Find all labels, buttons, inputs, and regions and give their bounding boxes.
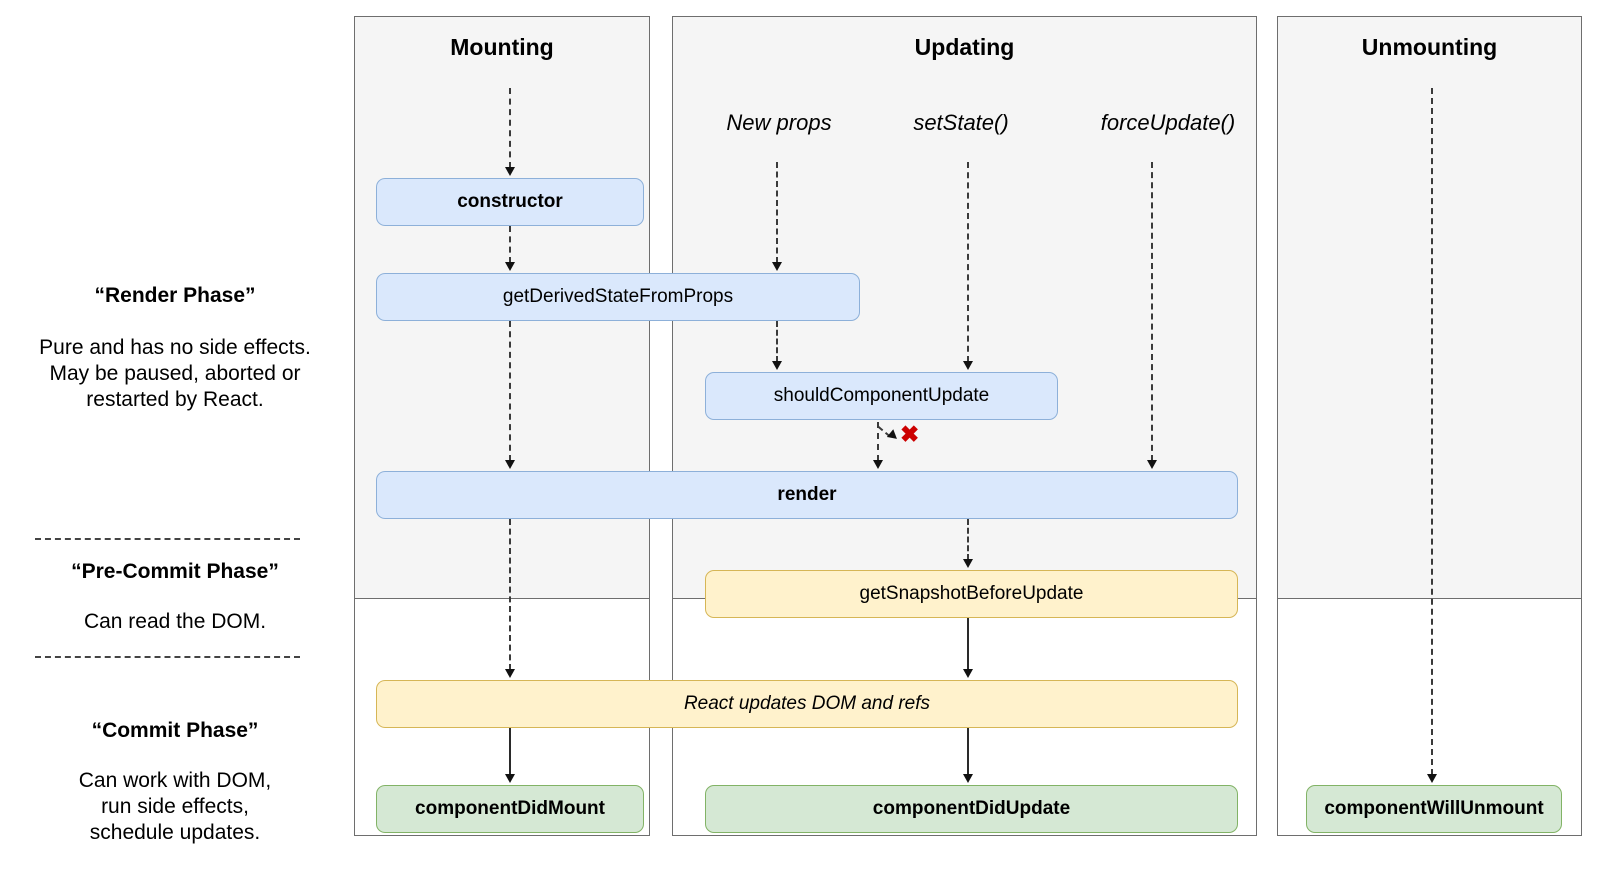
node-component-did-update: componentDidUpdate (705, 785, 1238, 833)
arrow-newprops-to-gdsfp-line (776, 162, 778, 263)
phase-commit: “Commit Phase” Can work with DOM, run si… (20, 719, 330, 846)
arrow-domupdate-to-cdu-head (963, 774, 973, 783)
arrow-scu-to-render-head (873, 460, 883, 469)
arrow-gdsfp-to-scu-head (772, 361, 782, 370)
arrow-unmount-to-cwu-line (1431, 88, 1433, 775)
skip-render-x-icon: ✖ (900, 421, 920, 447)
column-title-mounting: Mounting (450, 34, 554, 60)
arrow-constructor-to-gdsfp-line (509, 226, 511, 263)
phase-render: “Render Phase” Pure and has no side effe… (20, 284, 330, 413)
node-should-component-update: shouldComponentUpdate (705, 372, 1058, 420)
phase-pre-commit-description: Can read the DOM. (83, 610, 267, 633)
column-title-updating: Updating (914, 34, 1015, 60)
arrow-gdsfp-to-render-line (509, 321, 511, 461)
arrow-setstate-to-scu-line (967, 162, 969, 362)
column-unmounting (1277, 16, 1582, 836)
trigger-new-props: New props (726, 110, 832, 135)
node-constructor: constructor (376, 178, 644, 226)
phase-pre-commit: “Pre-Commit Phase” Can read the DOM. (20, 560, 330, 635)
node-render: render (376, 471, 1238, 519)
node-get-snapshot-before-update: getSnapshotBeforeUpdate (705, 570, 1238, 618)
arrow-gdsfp-to-render-head (505, 460, 515, 469)
arrow-domupdate-to-cdm-line (509, 728, 511, 775)
arrow-domupdate-to-cdm-head (505, 774, 515, 783)
arrow-render-to-domupdate-line (509, 519, 511, 670)
phase-pre-commit-title: “Pre-Commit Phase” (71, 560, 279, 583)
arrow-mount-start-line (509, 88, 511, 168)
arrow-constructor-to-gdsfp-head (505, 262, 515, 271)
node-react-updates-dom: React updates DOM and refs (376, 680, 1238, 728)
arrow-mount-start-head (505, 167, 515, 176)
arrow-snapshot-to-domupdate-line (967, 618, 969, 670)
node-component-will-unmount: componentWillUnmount (1306, 785, 1562, 833)
trigger-set-state: setState() (913, 110, 1009, 135)
phase-separator-bottom (35, 656, 300, 658)
phase-separator-top (35, 538, 300, 540)
arrow-newprops-to-gdsfp-head (772, 262, 782, 271)
arrow-setstate-to-scu-head (963, 361, 973, 370)
phase-render-title: “Render Phase” (94, 284, 256, 307)
node-get-derived-state-from-props: getDerivedStateFromProps (376, 273, 860, 321)
arrow-render-to-snapshot-head (963, 559, 973, 568)
trigger-force-update: forceUpdate() (1100, 110, 1236, 135)
arrow-scu-to-render-line (877, 422, 879, 461)
arrow-forceupdate-to-render-line (1151, 162, 1153, 461)
arrow-render-to-snapshot-line (967, 519, 969, 560)
arrow-snapshot-to-domupdate-head (963, 669, 973, 678)
column-unmounting-render-phase-zone (1278, 17, 1581, 599)
arrow-forceupdate-to-render-head (1147, 460, 1157, 469)
arrow-unmount-to-cwu-head (1427, 774, 1437, 783)
phase-render-description: Pure and has no side effects. May be pau… (39, 336, 311, 411)
node-component-did-mount: componentDidMount (376, 785, 644, 833)
phase-commit-description: Can work with DOM, run side effects, sch… (78, 769, 272, 844)
column-title-unmounting: Unmounting (1361, 34, 1498, 60)
arrow-gdsfp-to-scu-line (776, 321, 778, 362)
arrow-domupdate-to-cdu-line (967, 728, 969, 775)
phase-commit-title: “Commit Phase” (91, 719, 259, 742)
arrow-render-to-domupdate-head (505, 669, 515, 678)
